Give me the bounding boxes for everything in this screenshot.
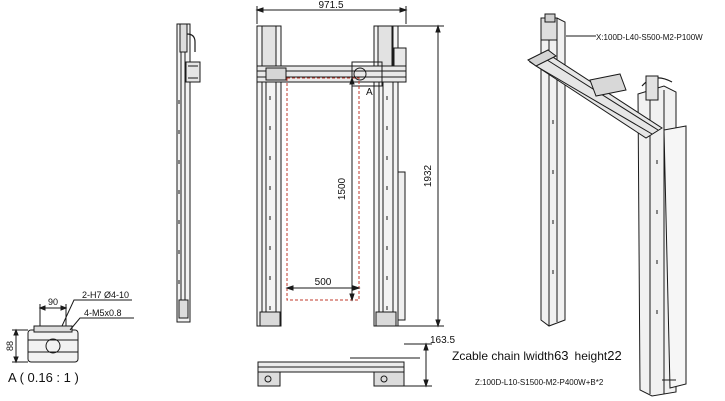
cable-chain-prefix: Zcable chain lwidth bbox=[452, 349, 554, 363]
thread-callout: 4-M5x0.8 bbox=[84, 308, 122, 318]
bore-callout: 2-H7 Ø4-10 bbox=[82, 290, 129, 300]
overall-height-dimension: 1932 bbox=[423, 164, 434, 187]
side-view bbox=[176, 23, 201, 323]
x-axis-model-label: X:100D-L40-S500-M2-P100W bbox=[596, 33, 703, 42]
z-axis-model-label: Z:100D-L10-S1500-M2-P400W+B*2 bbox=[475, 378, 604, 387]
detail-scale-label: A ( 0.16 : 1 ) bbox=[8, 370, 79, 385]
detail-height-dimension: 88 bbox=[5, 341, 15, 351]
plan-view bbox=[257, 342, 432, 388]
front-view-slots bbox=[269, 96, 388, 310]
front-view bbox=[255, 6, 444, 328]
stroke-envelope bbox=[286, 77, 360, 301]
isometric-slots bbox=[552, 120, 658, 314]
inner-width-dimension: 500 bbox=[315, 277, 332, 288]
cable-chain-height: 22 bbox=[607, 348, 621, 363]
cable-chain-spec: Zcable chain lwidth63 height22 bbox=[452, 348, 622, 363]
detail-marker-a: A bbox=[366, 87, 373, 98]
detail-a-view bbox=[12, 299, 134, 364]
cable-chain-width: 63 bbox=[554, 348, 568, 363]
top-width-dimension: 971.5 bbox=[318, 0, 343, 11]
plan-height-dimension: 163.5 bbox=[430, 335, 455, 346]
cable-chain-height-word: height bbox=[575, 349, 608, 363]
detail-width-dimension: 90 bbox=[48, 297, 58, 307]
inner-height-dimension: 1500 bbox=[337, 177, 348, 200]
isometric-view bbox=[527, 13, 687, 397]
